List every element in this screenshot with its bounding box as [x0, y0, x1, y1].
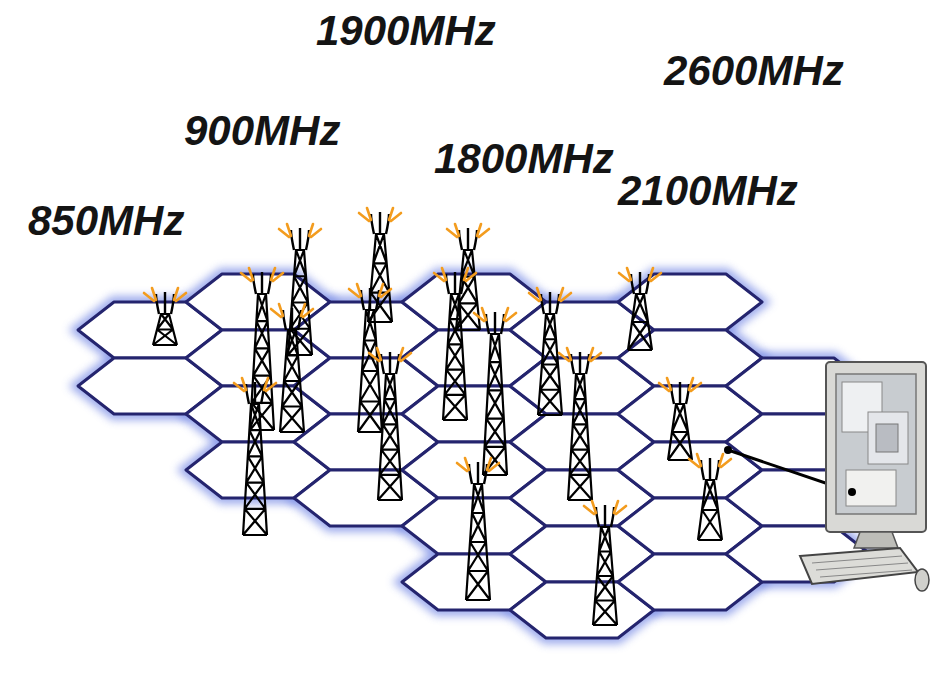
tower-antenna: [486, 312, 504, 334]
tower-antenna: [596, 505, 614, 527]
signal-mark: [529, 288, 571, 301]
signal-mark: [659, 378, 701, 391]
cell-tower: [659, 378, 701, 460]
tower-antenna: [361, 288, 379, 310]
screen-window: [868, 412, 908, 464]
tower-mast: [538, 314, 562, 415]
tower-antenna: [246, 382, 264, 404]
tower-mast: [593, 527, 617, 625]
signal-mark: [689, 454, 731, 467]
monitor-screen: [836, 374, 916, 514]
tower-group: [144, 208, 731, 625]
signal-mark: [279, 224, 321, 237]
tower-antenna: [446, 272, 464, 294]
cell-tower: [241, 268, 283, 430]
signal-mark: [359, 208, 401, 221]
cell-tower: [559, 348, 601, 500]
mouse: [915, 569, 929, 591]
monitor-stand: [854, 532, 898, 548]
wire-dot: [724, 446, 732, 454]
cell-tower: [234, 378, 276, 535]
tower-mast: [698, 480, 722, 540]
signal-mark: [619, 268, 661, 281]
signal-mark: [584, 501, 626, 514]
signal-mark: [234, 378, 276, 391]
cell-tower: [271, 304, 313, 432]
tower-mast: [466, 484, 490, 600]
frequency-label: 1900MHz: [316, 10, 496, 52]
tower-antenna: [291, 228, 309, 250]
frequency-label: 900MHz: [184, 110, 340, 152]
tower-antenna: [371, 212, 389, 234]
signal-mark: [349, 284, 391, 297]
cell-tower: [434, 268, 476, 420]
monitor-case: [826, 362, 926, 532]
tower-antenna: [156, 292, 174, 314]
signal-mark: [241, 268, 283, 281]
tower-mast: [568, 374, 592, 500]
signal-mark: [447, 224, 489, 237]
tower-mast: [358, 310, 382, 432]
tower-mast: [443, 294, 467, 420]
signal-mark: [369, 348, 411, 361]
tower-mast: [243, 404, 267, 535]
tower-antenna: [283, 308, 301, 330]
cell-tower: [529, 288, 571, 415]
hex-grid: [78, 274, 870, 638]
signal-mark: [271, 304, 313, 317]
tower-antenna: [253, 272, 271, 294]
signal-mark: [559, 348, 601, 361]
tower-antenna: [701, 458, 719, 480]
tower-mast: [483, 334, 507, 475]
cell-tower: [279, 224, 321, 355]
cell-tower: [584, 501, 626, 625]
tower-antenna: [541, 292, 559, 314]
signal-mark: [457, 458, 499, 471]
cell-tower: [144, 288, 186, 345]
tower-mast: [368, 234, 392, 322]
tower-mast: [378, 374, 402, 500]
computer-terminal: [724, 362, 929, 591]
wire-dot: [848, 488, 856, 496]
frequency-label: 1800MHz: [434, 138, 614, 180]
tower-antenna: [671, 382, 689, 404]
tower-antenna: [381, 352, 399, 374]
screen-window: [846, 470, 896, 506]
keyboard: [800, 548, 918, 584]
hex-glow: [78, 274, 870, 638]
cell-tower: [457, 458, 499, 600]
frequency-label: 2100MHz: [618, 170, 798, 212]
tower-antenna: [631, 272, 649, 294]
signal-mark: [434, 268, 476, 281]
signal-mark: [144, 288, 186, 301]
cell-tower: [689, 454, 731, 540]
cell-tower: [619, 268, 661, 350]
cell-tower: [359, 208, 401, 322]
tower-antenna: [469, 462, 487, 484]
tower-mast: [668, 404, 692, 460]
cell-tower: [474, 308, 516, 475]
tower-antenna: [459, 228, 477, 250]
tower-mast: [153, 314, 177, 345]
cell-tower: [369, 348, 411, 500]
tower-antenna: [571, 352, 589, 374]
tower-mast: [280, 330, 304, 432]
frequency-label: 2600MHz: [664, 50, 844, 92]
screen-window: [876, 424, 898, 452]
keyboard-keys: [812, 556, 912, 577]
tower-mast: [628, 294, 652, 350]
signal-mark: [474, 308, 516, 321]
frequency-label: 850MHz: [28, 200, 184, 242]
